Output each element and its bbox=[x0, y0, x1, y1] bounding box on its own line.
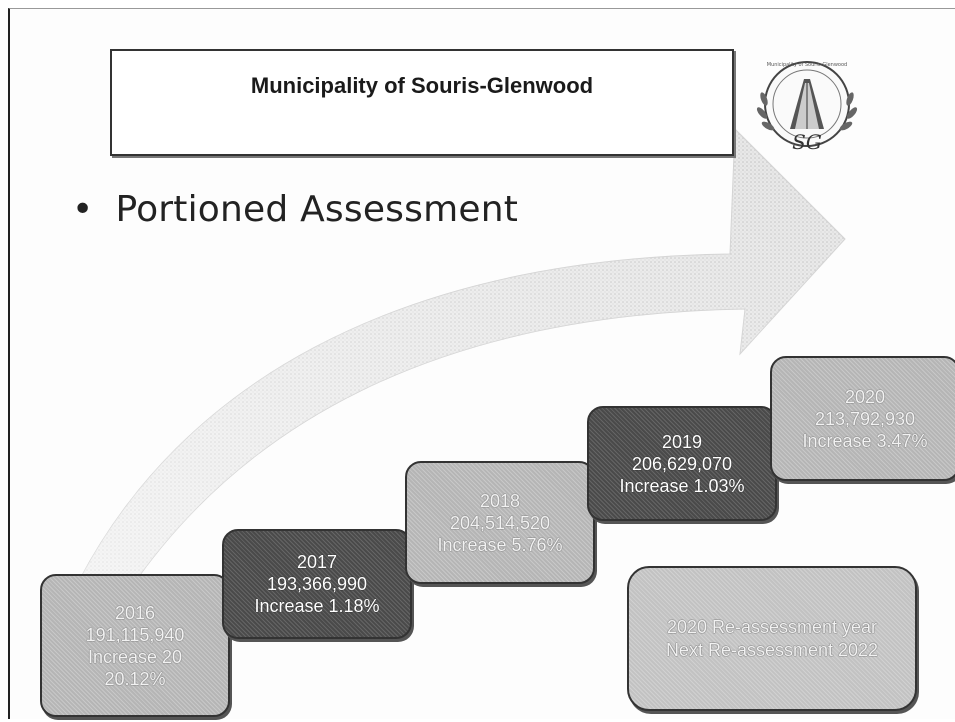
step-2017: 2017 193,366,990 Increase 1.18% bbox=[222, 529, 412, 639]
step-2019: 2019 206,629,070 Increase 1.03% bbox=[587, 406, 777, 521]
note-line-2: Next Re-assessment 2022 bbox=[665, 639, 879, 660]
step-increase-percent: 20.12% bbox=[104, 668, 166, 689]
step-2020: 2020 213,792,930 Increase 3.47% bbox=[770, 356, 955, 481]
note-line-1: 2020 Re-assessment year bbox=[666, 616, 878, 637]
reassessment-note: 2020 Re-assessment year Next Re-assessme… bbox=[627, 566, 917, 711]
step-value: 206,629,070 bbox=[631, 453, 733, 474]
step-year: 2018 bbox=[479, 490, 521, 511]
growth-arrow-graphic bbox=[79, 127, 846, 590]
municipal-seal-icon: SG Municipality of Souris-Glenwood bbox=[756, 61, 858, 154]
step-increase: Increase 1.03% bbox=[619, 475, 745, 496]
step-year: 2016 bbox=[114, 602, 156, 623]
step-2016: 2016 191,115,940 Increase 20 20.12% bbox=[40, 574, 230, 717]
step-value: 213,792,930 bbox=[814, 408, 916, 429]
step-year: 2020 bbox=[844, 386, 886, 407]
bullet-text: Portioned Assessment bbox=[115, 189, 519, 230]
bullet-point: • Portioned Assessment bbox=[72, 189, 518, 230]
step-increase: Increase 1.18% bbox=[254, 596, 380, 616]
slide-title: Municipality of Souris-Glenwood bbox=[250, 73, 594, 98]
step-year: 2019 bbox=[661, 431, 703, 452]
slide: Municipality of Souris-Glenwood SG Munic… bbox=[8, 8, 955, 719]
step-year: 2017 bbox=[296, 552, 338, 572]
step-value: 204,514,520 bbox=[449, 512, 551, 533]
svg-text:SG: SG bbox=[792, 130, 822, 154]
title-box: Municipality of Souris-Glenwood bbox=[110, 49, 734, 156]
step-value: 193,366,990 bbox=[266, 574, 368, 594]
step-increase: Increase 3.47% bbox=[802, 430, 928, 451]
step-increase: Increase 20 bbox=[87, 646, 183, 667]
svg-text:Municipality of Souris-Glenwoo: Municipality of Souris-Glenwood bbox=[767, 62, 847, 68]
bullet-marker: • bbox=[72, 189, 94, 230]
step-2018: 2018 204,514,520 Increase 5.76% bbox=[405, 461, 595, 584]
step-increase: Increase 5.76% bbox=[437, 534, 563, 555]
step-value: 191,115,940 bbox=[85, 624, 185, 645]
